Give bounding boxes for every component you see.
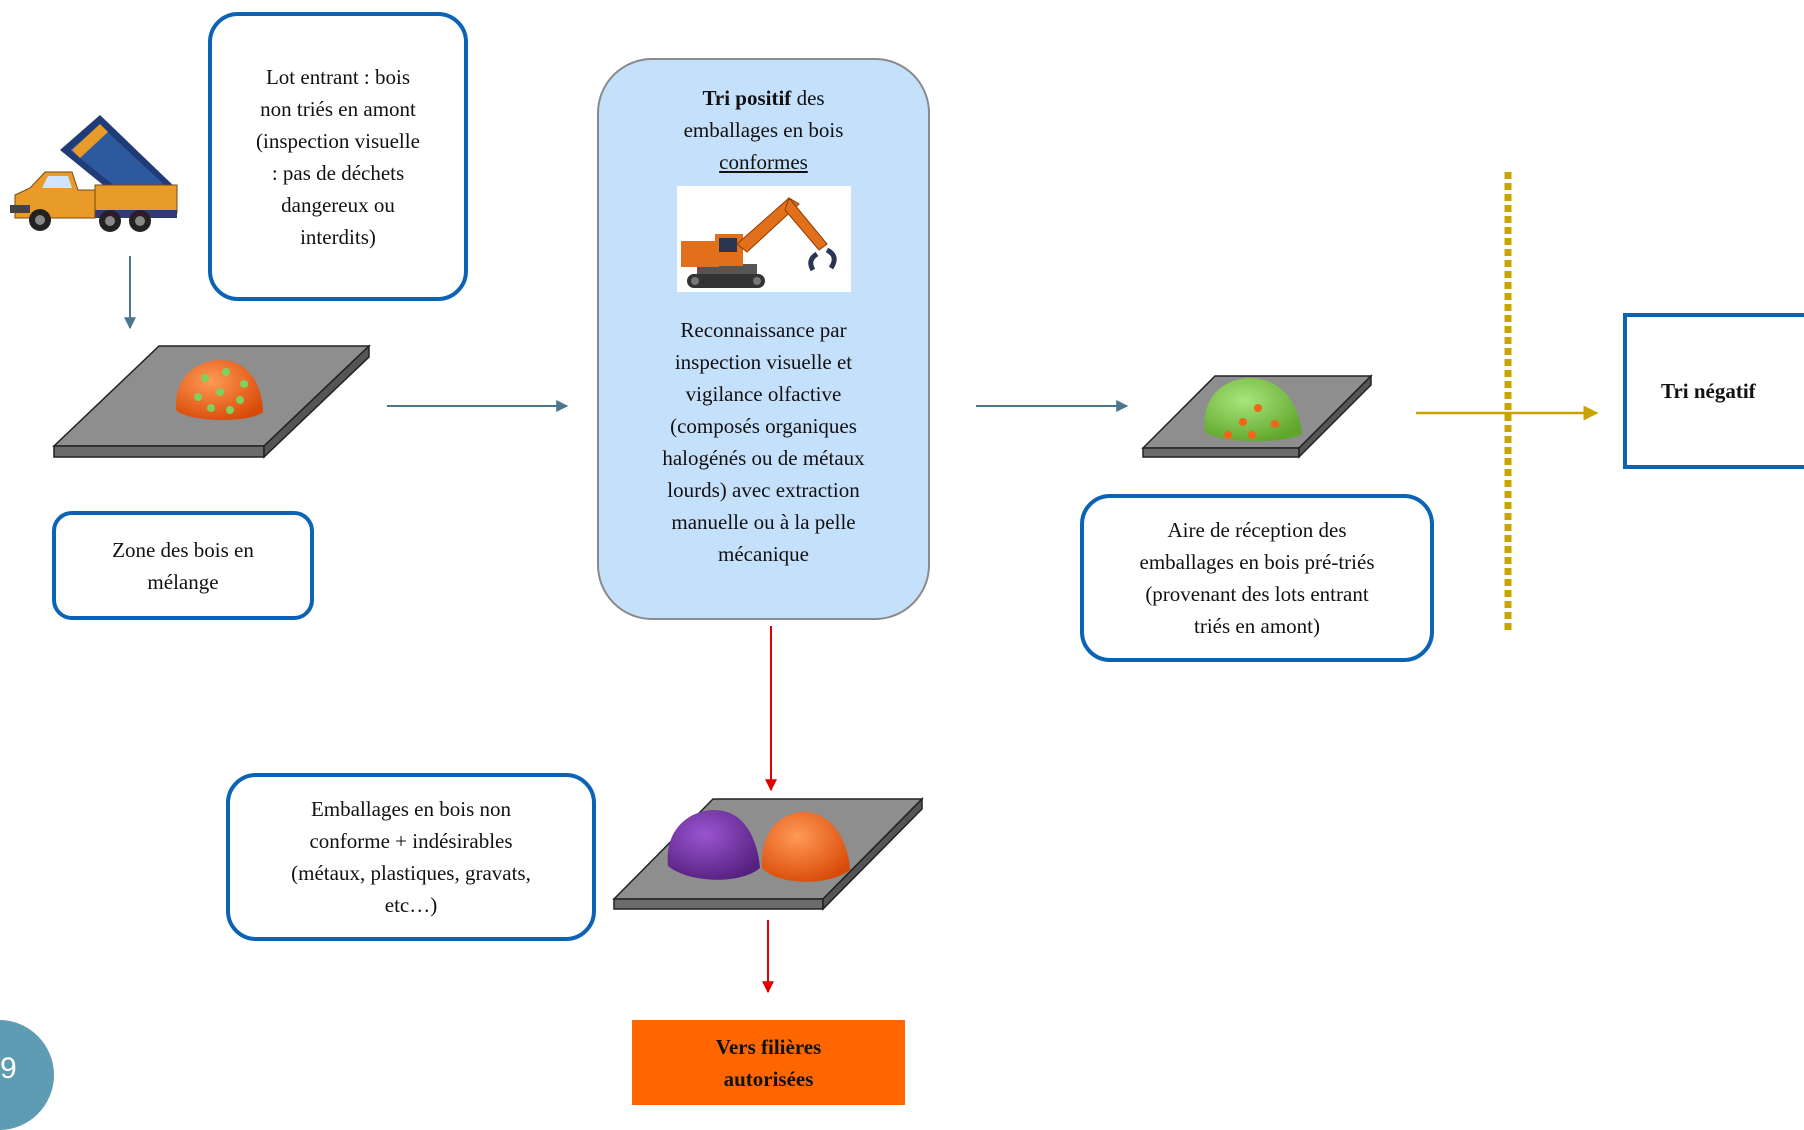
filieres-line-2: autorisées xyxy=(723,1066,814,1091)
tri-negatif-box: Tri négatif xyxy=(1623,313,1804,469)
non-conforme-line-2: conforme + indésirables xyxy=(309,829,513,853)
rejects-platform xyxy=(612,797,924,911)
tri-positif-body-2: inspection visuelle et xyxy=(674,350,853,374)
reception-line-3: (provenant des lots entrant xyxy=(1145,582,1369,606)
tri-positif-body-7: manuelle ou à la pelle xyxy=(671,510,856,534)
zone-bois-melange-box: Zone des bois en mélange xyxy=(52,511,314,620)
excavator-icon xyxy=(680,196,837,288)
tri-positif-line-2: emballages en bois xyxy=(683,118,844,142)
tri-positif-line-conformes: conformes xyxy=(719,150,808,174)
lot-entrant-line-6: interdits) xyxy=(300,224,376,249)
vers-filieres-box: Vers filières autorisées xyxy=(632,1020,905,1105)
diagram-graphics xyxy=(10,115,1599,994)
lot-entrant-line-3: (inspection visuelle xyxy=(256,128,420,153)
tri-positif-title: Tri positif xyxy=(702,86,792,110)
tri-positif-body-4: (composés organiques xyxy=(670,414,857,438)
non-conforme-line-3: (métaux, plastiques, gravats, xyxy=(291,861,531,885)
zone-line-1: Zone des bois en xyxy=(112,537,254,562)
non-conforme-line-4: etc…) xyxy=(384,893,438,917)
non-conforme-box: Emballages en bois non conforme + indési… xyxy=(226,773,596,941)
tri-positif-body-8: mécanique xyxy=(718,542,809,566)
lot-entrant-line-1: Lot entrant : bois xyxy=(265,64,411,89)
non-conforme-line-1: Emballages en bois non xyxy=(310,797,512,821)
zone-line-2: mélange xyxy=(147,569,219,594)
tri-positif-body-5: halogénés ou de métaux xyxy=(662,446,865,470)
tri-positif-title-line: Tri positif des xyxy=(702,82,824,114)
tri-positif-body-3: vigilance olfactive xyxy=(685,382,842,406)
reception-line-4: triés en amont) xyxy=(1194,614,1320,638)
excavator-image xyxy=(676,186,851,292)
filieres-line-1: Vers filières xyxy=(715,1034,822,1059)
dump-truck-icon xyxy=(10,115,178,232)
page-number: 9 xyxy=(0,1052,17,1085)
lot-entrant-line-5: dangereux ou xyxy=(281,192,395,217)
lot-entrant-box: Lot entrant : bois non triés en amont (i… xyxy=(208,12,468,301)
reception-line-2: emballages en bois pré-triés xyxy=(1139,550,1375,574)
lot-entrant-line-2: non triés en amont xyxy=(260,96,416,121)
tri-positif-title-rest: des xyxy=(791,86,825,110)
reception-platform xyxy=(1141,374,1373,459)
tri-positif-body-1: Reconnaissance par xyxy=(680,318,847,342)
lot-entrant-line-4: : pas de déchets xyxy=(271,160,405,185)
tri-positif-box: Tri positif des emballages en bois confo… xyxy=(597,58,930,620)
tri-positif-body-6: lourds) avec extraction xyxy=(667,478,860,502)
aire-reception-box: Aire de réception des emballages en bois… xyxy=(1080,494,1434,662)
tri-negatif-label: Tri négatif xyxy=(1661,379,1756,403)
reception-line-1: Aire de réception des xyxy=(1167,518,1347,542)
mixed-wood-platform xyxy=(52,344,371,459)
